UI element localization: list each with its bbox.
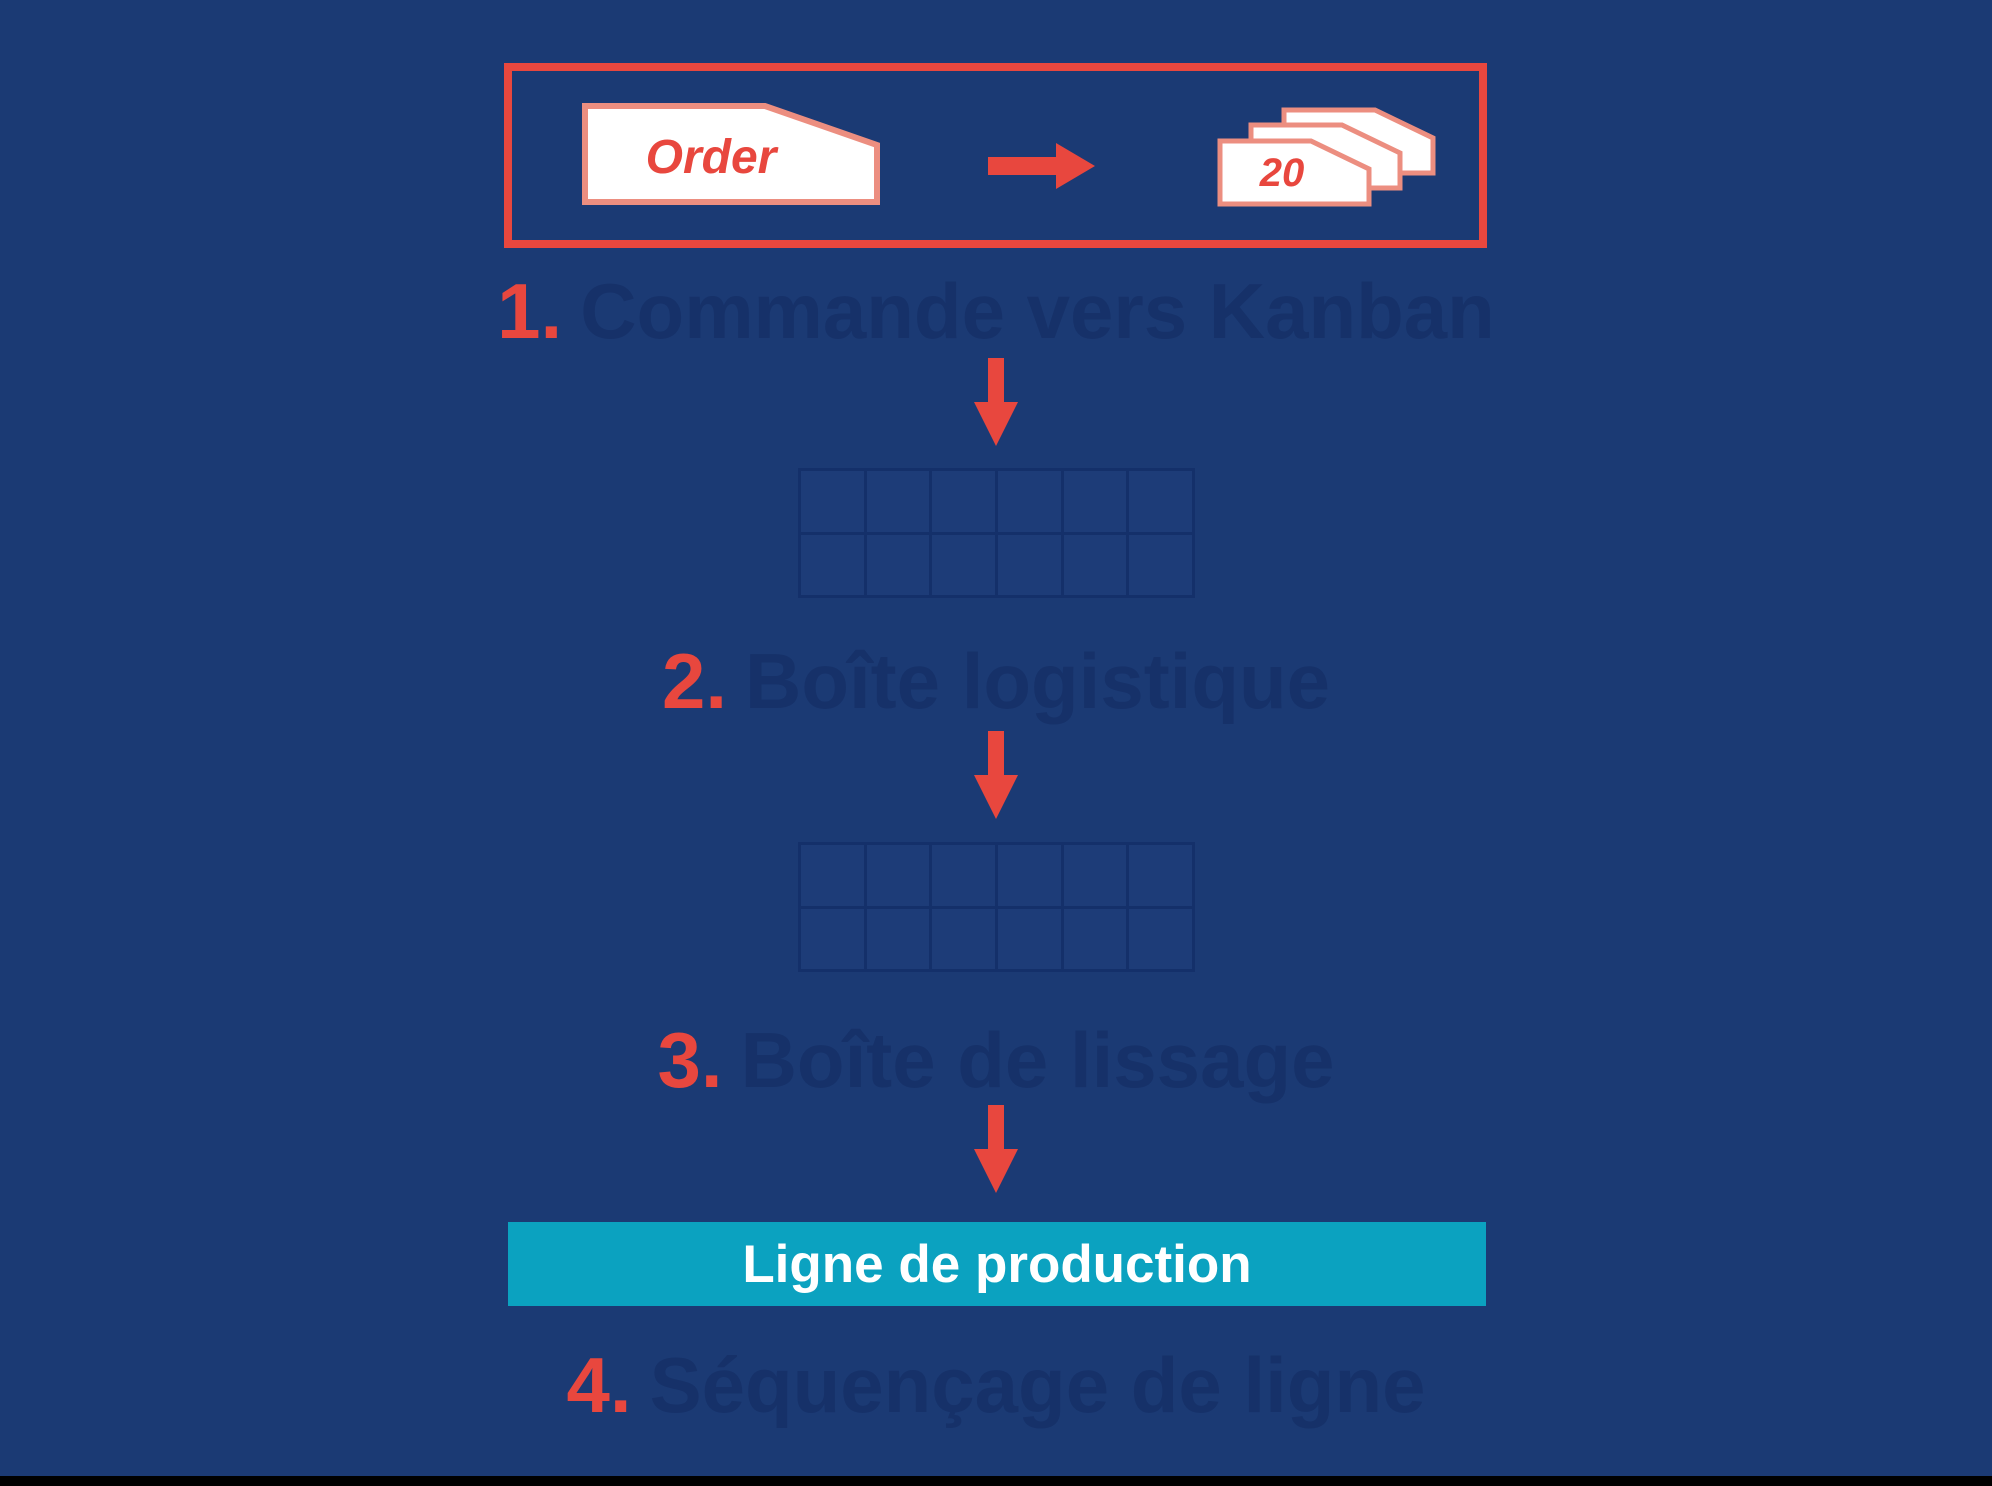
kanban-card-count: 20 (1259, 150, 1305, 195)
kanban-grid-cell (1129, 471, 1192, 532)
kanban-grid-cell (932, 845, 995, 906)
kanban-grid-cell (801, 845, 864, 906)
step-2-number: 2. (661, 637, 728, 725)
kanban-card-stack: 20 (1217, 107, 1439, 208)
kanban-grid-cell (998, 845, 1061, 906)
logistics-box-grid (798, 468, 1195, 598)
kanban-grid-cell (866, 471, 930, 532)
kanban-card-icon: 20 (1217, 138, 1372, 207)
kanban-grid-cell (932, 471, 995, 532)
kanban-grid-cell (1063, 845, 1127, 906)
kanban-grid-cell (801, 908, 864, 969)
step-4-label: Séquençage de ligne (649, 1341, 1426, 1429)
order-label: Order (645, 130, 777, 184)
kanban-grid-cell (998, 534, 1061, 595)
smoothing-box-grid (798, 842, 1195, 972)
kanban-grid-cell (1063, 534, 1127, 595)
step-1-heading: 1.Commande vers Kanban (0, 272, 1992, 350)
kanban-grid-cell (998, 908, 1061, 969)
step-2-label: Boîte logistique (745, 637, 1331, 725)
step-1-label: Commande vers Kanban (580, 267, 1495, 355)
down-arrow-icon (974, 358, 1018, 446)
right-arrow-icon (988, 143, 1095, 189)
kanban-grid-cell (998, 471, 1061, 532)
production-line-label: Ligne de production (742, 1234, 1252, 1294)
kanban-grid-cell (801, 534, 864, 595)
bottom-black-strip (0, 1476, 1992, 1486)
kanban-grid-cell (866, 908, 930, 969)
step-2-heading: 2.Boîte logistique (0, 642, 1992, 720)
step-3-number: 3. (657, 1016, 723, 1104)
kanban-grid-cell (801, 471, 864, 532)
down-arrow-icon (974, 1105, 1018, 1193)
kanban-grid-cell (1063, 908, 1127, 969)
kanban-grid-cell (866, 534, 930, 595)
step-3-label: Boîte de lissage (740, 1016, 1335, 1104)
kanban-grid-cell (1129, 908, 1192, 969)
production-line-bar: Ligne de production (508, 1222, 1486, 1306)
order-document-icon: Order (582, 103, 880, 205)
kanban-grid-cell (866, 845, 930, 906)
kanban-grid-cell (1129, 845, 1192, 906)
step-1-number: 1. (497, 267, 563, 355)
down-arrow-icon (974, 731, 1018, 819)
kanban-grid-cell (932, 534, 995, 595)
kanban-grid-cell (1063, 471, 1127, 532)
step-3-heading: 3.Boîte de lissage (0, 1021, 1992, 1099)
kanban-grid-cell (932, 908, 995, 969)
step-4-heading: 4.Séquençage de ligne (0, 1346, 1992, 1424)
step-4-number: 4. (566, 1341, 632, 1429)
order-to-kanban-box (504, 63, 1487, 248)
kanban-grid-cell (1129, 534, 1192, 595)
